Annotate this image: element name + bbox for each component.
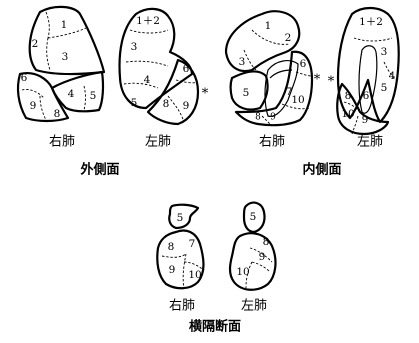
segment-label: 4	[144, 74, 151, 86]
left-lung-medial: * 1＋2 3 4 5 8 6 9 10	[328, 6, 400, 136]
asterisk-mark: *	[314, 73, 321, 88]
segment-label: 8	[255, 113, 261, 123]
segment-label: 5	[90, 90, 97, 102]
segment-label: 3	[62, 51, 69, 63]
left-lung-label: 左肺	[357, 135, 383, 150]
segment-label: 9	[362, 114, 369, 126]
right-middle-lobe-outline	[229, 70, 269, 111]
segment-label: 6	[183, 63, 190, 75]
right-middle-segment-line	[83, 85, 86, 111]
left-lung-label: 左肺	[145, 135, 171, 150]
medial-view-title: 内側面	[302, 162, 341, 178]
segment-label: 7	[189, 238, 196, 250]
right-lower-lobe-outline	[234, 50, 314, 127]
left-upper-lobe-outline	[118, 7, 194, 110]
segment-label: 5	[381, 82, 388, 94]
segment-label: 2	[285, 32, 292, 44]
segment-label: 5	[250, 211, 257, 223]
left-upper-segment-line	[123, 29, 169, 89]
right-lower-segment-line	[161, 253, 205, 289]
left-lower-segment-line	[343, 101, 361, 135]
segment-label: 5	[177, 212, 184, 224]
segment-label: 10	[291, 94, 304, 106]
left-lower-lobe-outline	[228, 232, 277, 291]
right-upper-lobe-outline	[28, 5, 106, 76]
right-lower-lobe-outline	[16, 72, 70, 123]
right-lung-label: 右肺	[259, 135, 285, 150]
left-upper-lobe-outline	[336, 6, 400, 124]
asterisk-mark: *	[328, 75, 335, 90]
segment-label: 9	[183, 100, 190, 112]
right-upper-lobe-outline	[224, 10, 301, 73]
segment-label: 3	[131, 41, 138, 53]
segment-label: 5	[243, 87, 250, 99]
segment-label: 8	[345, 90, 352, 102]
segment-label: 9	[270, 113, 276, 123]
medial-view: 1 2 3 5 6 7 8 9 10 * * 1＋2 3 4	[224, 6, 400, 178]
segment-label: 10	[188, 269, 201, 281]
lateral-view: 1 2 3 4 5 6 8 9 1＋2 3 4 5 6 8	[16, 5, 209, 178]
right-upper-segment-line	[243, 29, 291, 71]
segment-label: 4	[389, 70, 396, 82]
lateral-view-title: 外側面	[79, 162, 119, 178]
left-lung-lateral: 1＋2 3 4 5 6 8 9 *	[118, 7, 209, 126]
right-lung-medial: 1 2 3 5 6 7 8 9 10 *	[224, 10, 321, 127]
segment-label: 1	[61, 19, 68, 31]
right-lung-diaphragmatic: 5 7 8 9 10	[156, 203, 205, 290]
diaphragmatic-view: 5 7 8 9 10 5 8 9 10 右肺 左肺 横隔断面	[156, 201, 277, 335]
segment-label: 9	[169, 264, 176, 276]
right-lower-segment-line	[261, 71, 313, 127]
right-lung-lateral: 1 2 3 4 5 6 8 9	[16, 5, 106, 123]
segment-label: 8	[163, 98, 170, 110]
right-middle-lobe-outline	[168, 203, 200, 230]
segment-label: 9	[259, 251, 266, 263]
asterisk-mark: *	[202, 87, 209, 102]
segment-label: 6	[363, 90, 370, 102]
diaphragmatic-view-title: 横隔断面	[189, 319, 241, 335]
hilum-outline	[358, 45, 378, 114]
segment-label: 1＋2	[136, 15, 160, 27]
right-lower-segment-line	[21, 89, 47, 121]
right-lung-label: 右肺	[169, 299, 195, 314]
segment-label: 10	[236, 266, 249, 278]
left-lung-label: 左肺	[241, 299, 267, 314]
segment-label: 8	[263, 236, 270, 248]
hilum-outline	[264, 60, 299, 117]
segment-label: 4	[68, 88, 75, 100]
left-upper-segment-line	[353, 37, 399, 81]
left-lower-segment-line	[167, 79, 199, 123]
segment-label: 6	[300, 58, 307, 70]
segment-label: 8	[168, 241, 175, 253]
segment-label: 7	[286, 86, 293, 98]
right-lung-label: 右肺	[49, 135, 75, 150]
segment-label: 1	[265, 20, 272, 32]
segment-label: 3	[381, 46, 388, 58]
right-lower-lobe-outline	[156, 229, 205, 290]
left-lower-lobe-outline	[336, 82, 390, 136]
segment-label: 1＋2	[359, 16, 383, 28]
segment-label: 6	[21, 72, 28, 84]
right-middle-lobe-outline	[50, 70, 105, 113]
segment-label: 5	[131, 97, 138, 109]
segment-label: 2	[32, 38, 39, 50]
segment-label: 3	[239, 56, 246, 68]
left-lower-segment-line	[245, 247, 273, 289]
left-upper-lobe-outline	[242, 201, 266, 234]
segment-label: 10	[341, 108, 354, 120]
left-lower-lobe-outline	[146, 58, 200, 126]
right-upper-segment-line	[45, 11, 87, 71]
segment-label: 8	[54, 108, 61, 120]
segment-label: 9	[30, 100, 37, 112]
left-lung-diaphragmatic: 5 8 9 10	[228, 201, 277, 291]
